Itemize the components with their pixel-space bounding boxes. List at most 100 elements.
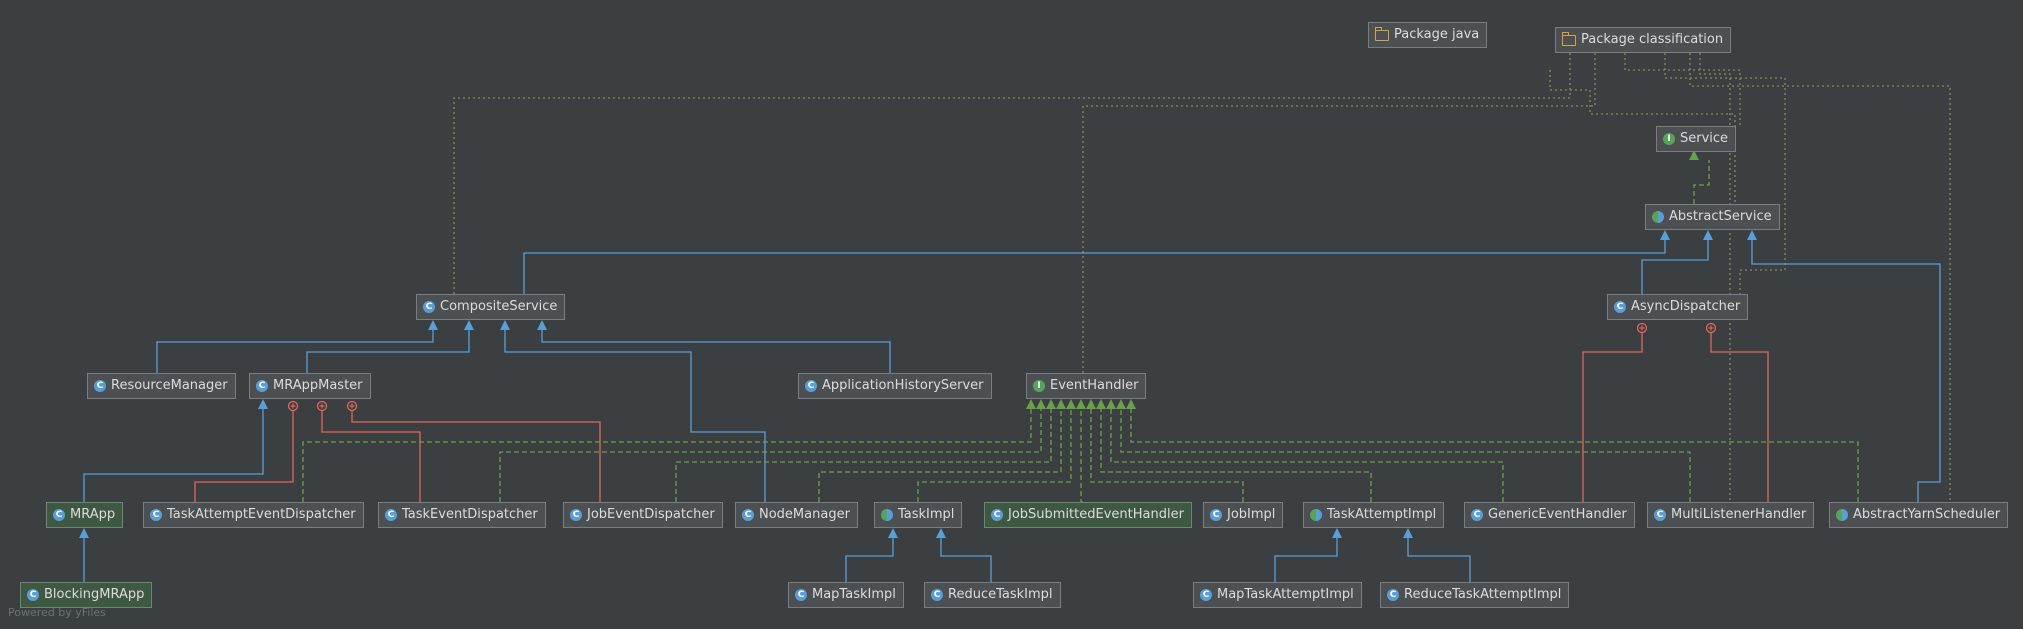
package-edge xyxy=(1689,53,1995,517)
generic-event-handler-node[interactable]: C GenericEventHandler xyxy=(1464,502,1635,528)
class-icon: C xyxy=(1654,509,1666,521)
node-label: TaskAttemptImpl xyxy=(1327,507,1437,522)
class-icon: C xyxy=(1387,589,1399,601)
resource-manager-node[interactable]: C ResourceManager xyxy=(87,373,236,399)
extends-arrowhead xyxy=(500,320,510,330)
implements-edge xyxy=(1090,409,1244,502)
class-icon: C xyxy=(931,589,943,601)
class-icon: C xyxy=(805,380,817,392)
abstract-yarn-scheduler-node[interactable]: AbstractYarnScheduler xyxy=(1829,502,2009,528)
implements-arrowhead xyxy=(1689,150,1699,160)
composite-service-node[interactable]: C CompositeService xyxy=(416,294,566,320)
inner-class-edge xyxy=(194,411,294,502)
class-icon: C xyxy=(795,589,807,601)
package-edge xyxy=(1664,53,1786,294)
node-manager-node[interactable]: C NodeManager xyxy=(735,502,858,528)
extends-arrowhead xyxy=(1747,230,1757,240)
job-submitted-event-handler-node[interactable]: C JobSubmittedEventHandler xyxy=(984,502,1192,528)
extends-arrowhead xyxy=(1332,528,1342,538)
node-label: BlockingMRApp xyxy=(44,587,145,602)
map-task-impl-node[interactable]: C MapTaskImpl xyxy=(788,582,904,608)
task-impl-node[interactable]: TaskImpl xyxy=(874,502,963,528)
package-edge xyxy=(1699,53,1731,502)
package-classification-node[interactable]: Package classification xyxy=(1555,27,1732,53)
task-attempt-impl-node[interactable]: TaskAttemptImpl xyxy=(1303,502,1445,528)
implements-edge xyxy=(675,409,1052,502)
node-label: JobImpl xyxy=(1227,507,1276,522)
multi-listener-handler-node[interactable]: C MultiListenerHandler xyxy=(1647,502,1815,528)
implements-edge xyxy=(1693,160,1710,204)
job-event-dispatcher-node[interactable]: C JobEventDispatcher xyxy=(563,502,723,528)
package-java-node[interactable]: Package java xyxy=(1368,22,1488,48)
class-icon: C xyxy=(991,509,1003,521)
async-dispatcher-node[interactable]: C AsyncDispatcher xyxy=(1607,294,1749,320)
implements-edge xyxy=(917,409,1072,502)
package-edge xyxy=(1624,53,1741,126)
node-label: Package java xyxy=(1394,27,1480,42)
inner-class-edge xyxy=(1582,333,1643,502)
node-label: ResourceManager xyxy=(111,378,228,393)
node-label: Service xyxy=(1680,131,1729,146)
extends-arrowhead xyxy=(79,528,89,538)
implements-arrowhead xyxy=(1086,399,1096,409)
extends-arrowhead xyxy=(1703,230,1713,240)
package-edge xyxy=(1082,53,1596,373)
inner-class-edge xyxy=(321,411,421,502)
class-icon: C xyxy=(423,301,435,313)
implements-arrowhead xyxy=(1076,399,1086,409)
implements-arrowhead xyxy=(1046,399,1056,409)
implements-arrowhead xyxy=(1026,399,1036,409)
abstract-service-node[interactable]: AbstractService xyxy=(1645,204,1780,230)
class-icon: C xyxy=(1200,589,1212,601)
extends-arrowhead xyxy=(936,528,946,538)
extends-arrowhead xyxy=(537,320,547,330)
class-icon: C xyxy=(742,509,754,521)
task-attempt-event-dispatcher-node[interactable]: C TaskAttemptEventDispatcher xyxy=(143,502,364,528)
extends-edge xyxy=(845,538,894,582)
inner-class-edge xyxy=(1710,333,1769,502)
reduce-task-impl-node[interactable]: C ReduceTaskImpl xyxy=(924,582,1061,608)
event-handler-node[interactable]: I EventHandler xyxy=(1026,373,1147,399)
class-icon: C xyxy=(150,509,162,521)
blocking-mr-app-node[interactable]: C BlockingMRApp xyxy=(20,582,153,608)
class-icon: C xyxy=(1210,509,1222,521)
implements-edge xyxy=(302,409,1032,502)
inner-class-marker xyxy=(287,400,299,412)
interface-icon: I xyxy=(1033,380,1045,392)
inner-class-marker xyxy=(316,400,328,412)
implements-arrowhead xyxy=(1116,399,1126,409)
package-icon xyxy=(1562,31,1576,46)
node-label: AbstractService xyxy=(1669,209,1772,224)
reduce-task-attempt-impl-node[interactable]: C ReduceTaskAttemptImpl xyxy=(1380,582,1570,608)
extends-edge xyxy=(1751,240,1941,502)
node-label: TaskImpl xyxy=(898,507,955,522)
node-label: NodeManager xyxy=(759,507,850,522)
node-label: JobSubmittedEventHandler xyxy=(1008,507,1184,522)
extends-arrowhead xyxy=(1403,528,1413,538)
abstract-class-icon xyxy=(1836,509,1848,521)
extends-edge xyxy=(523,240,1666,294)
implements-arrowhead xyxy=(1126,399,1136,409)
node-label: TaskEventDispatcher xyxy=(402,507,538,522)
inner-class-marker xyxy=(1636,322,1648,334)
map-task-attempt-impl-node[interactable]: C MapTaskAttemptImpl xyxy=(1193,582,1362,608)
implements-edge xyxy=(1130,409,1859,502)
mr-app-node[interactable]: C MRApp xyxy=(46,502,124,528)
mr-app-master-node[interactable]: C MRAppMaster xyxy=(249,373,371,399)
extends-edge xyxy=(83,409,264,502)
implements-arrowhead xyxy=(1106,399,1116,409)
node-label: MRApp xyxy=(70,507,116,522)
extends-edge xyxy=(541,330,891,373)
service-node[interactable]: I Service xyxy=(1656,126,1737,152)
application-history-server-node[interactable]: C ApplicationHistoryServer xyxy=(798,373,992,399)
implements-edge xyxy=(818,409,1062,502)
job-impl-node[interactable]: C JobImpl xyxy=(1203,502,1284,528)
node-label: MRAppMaster xyxy=(273,378,363,393)
node-label: ReduceTaskAttemptImpl xyxy=(1404,587,1562,602)
extends-edge xyxy=(504,330,766,502)
implements-arrowhead xyxy=(1036,399,1046,409)
interface-icon: I xyxy=(1663,133,1675,145)
task-event-dispatcher-node[interactable]: C TaskEventDispatcher xyxy=(378,502,546,528)
inner-class-edge xyxy=(351,411,601,502)
